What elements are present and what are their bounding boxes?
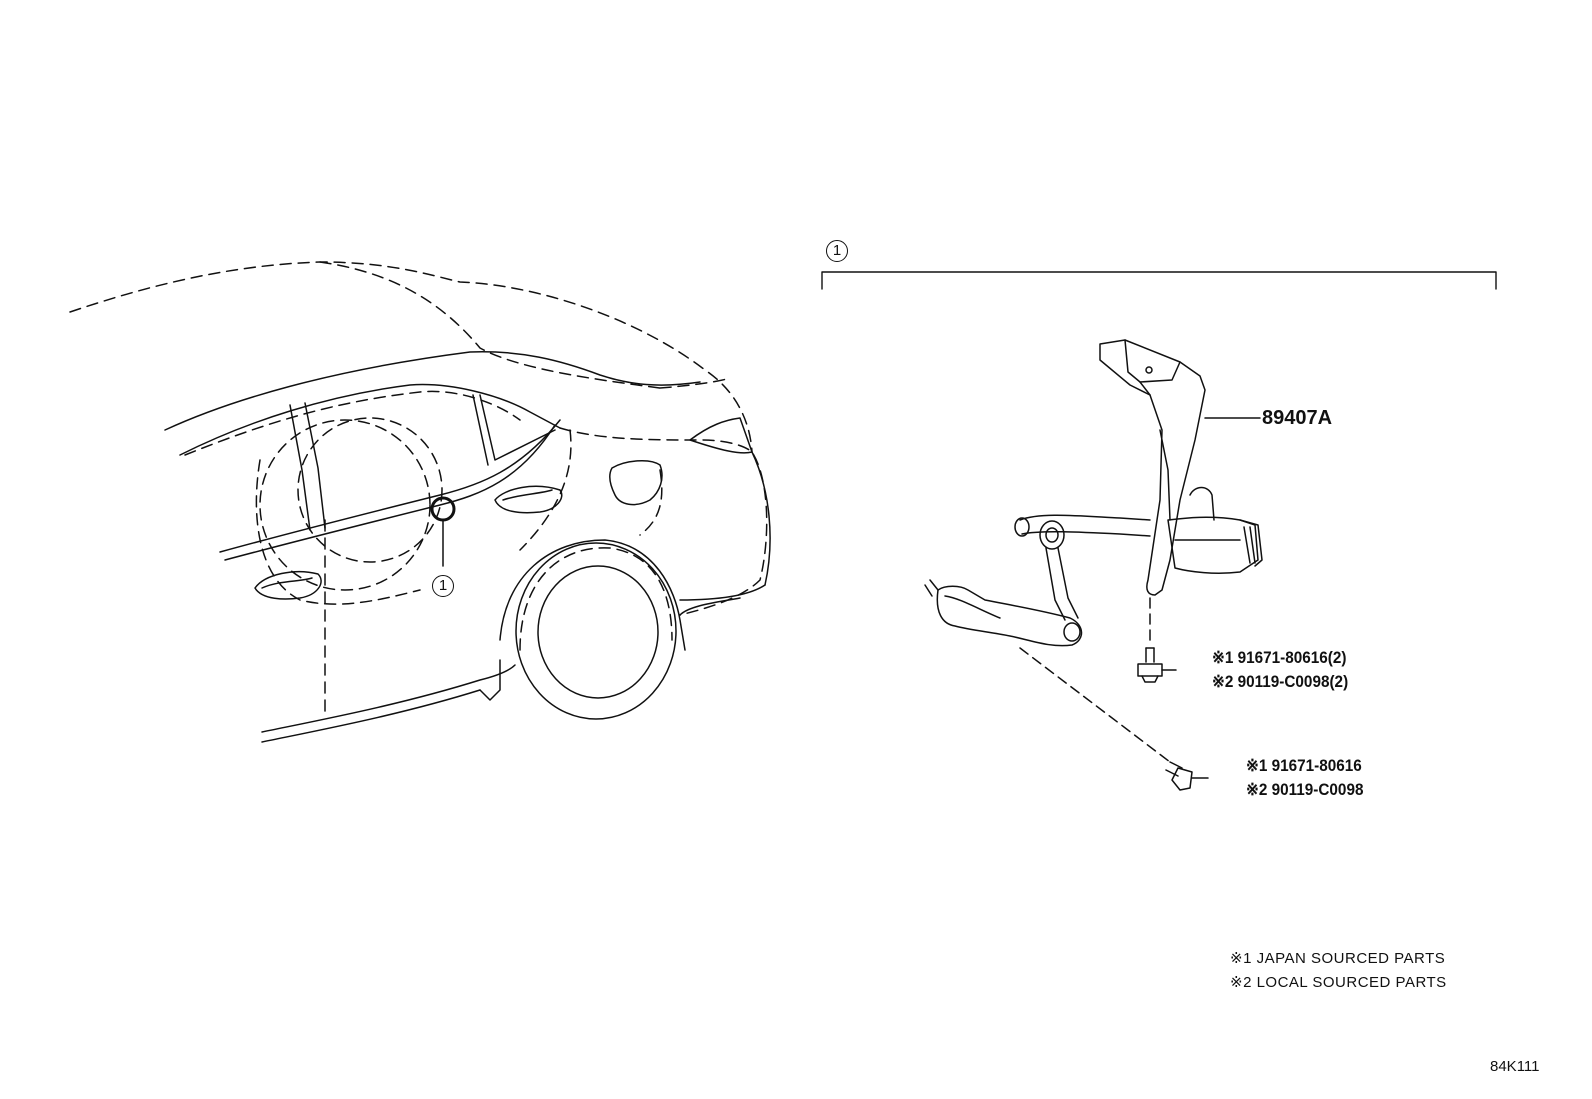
note-local-sourced: ※2 LOCAL SOURCED PARTS (1230, 974, 1447, 991)
height-sensor-assembly (924, 339, 1263, 763)
bolt-upper-part-1: ※1 91671-80616(2) (1212, 648, 1347, 667)
diagram-code: 84K111 (1490, 1058, 1540, 1075)
bolt-lower-part-2: ※2 90119-C0098 (1246, 780, 1364, 799)
bolt-lower-part-1: ※1 91671-80616 (1246, 756, 1362, 775)
note-japan-sourced: ※1 JAPAN SOURCED PARTS (1230, 950, 1446, 967)
callout-number: 1 (832, 242, 842, 259)
vehicle-outline (69, 261, 771, 743)
callout-circle-assembly: 1 (826, 240, 848, 262)
part-number-main: 89407A (1262, 407, 1333, 429)
bolt-upper-part-2: ※2 90119-C0098(2) (1212, 672, 1349, 691)
callout-circle-car: 1 (432, 575, 454, 597)
callout-number: 1 (438, 577, 448, 594)
bolt-upper (1137, 647, 1177, 683)
assembly-bracket (821, 271, 1497, 290)
bolt-lower (1165, 761, 1209, 791)
